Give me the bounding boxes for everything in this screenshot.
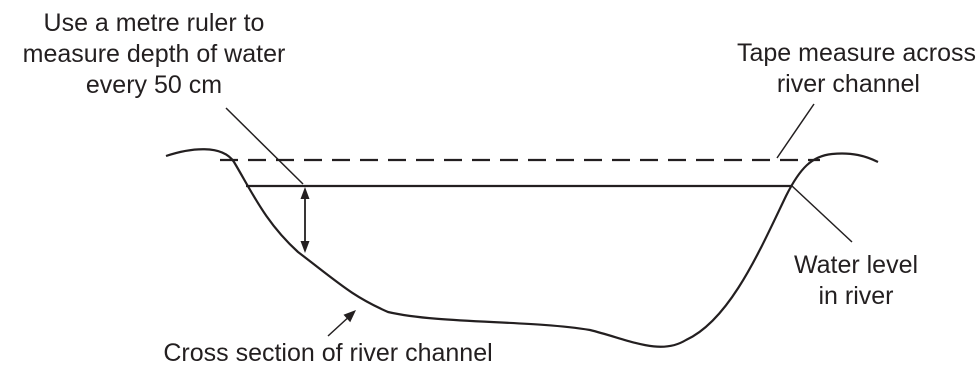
tape-label-line-1: Tape measure across <box>736 39 976 67</box>
water-label-line-2: in river <box>818 282 894 310</box>
tape-measure-label: Tape measure across river channel <box>682 38 976 100</box>
cross-section-arrow <box>327 310 356 337</box>
depth-arrow <box>300 187 310 253</box>
ruler-label-line-3: every 50 cm <box>85 71 223 99</box>
cross-section-label: Cross section of river channel <box>163 339 493 367</box>
water-level-label: Water level in river <box>766 250 946 312</box>
water-leader-line <box>791 185 853 243</box>
river-channel-profile <box>165 148 879 348</box>
water-label-line-1: Water level <box>793 251 919 279</box>
ruler-label-line-2: measure depth of water <box>22 40 286 68</box>
ruler-label: Use a metre ruler to measure depth of wa… <box>0 8 308 101</box>
tape-leader-line <box>776 103 815 159</box>
ruler-leader-line <box>225 107 304 185</box>
ruler-label-line-1: Use a metre ruler to <box>43 9 265 37</box>
tape-label-line-2: river channel <box>776 70 920 98</box>
